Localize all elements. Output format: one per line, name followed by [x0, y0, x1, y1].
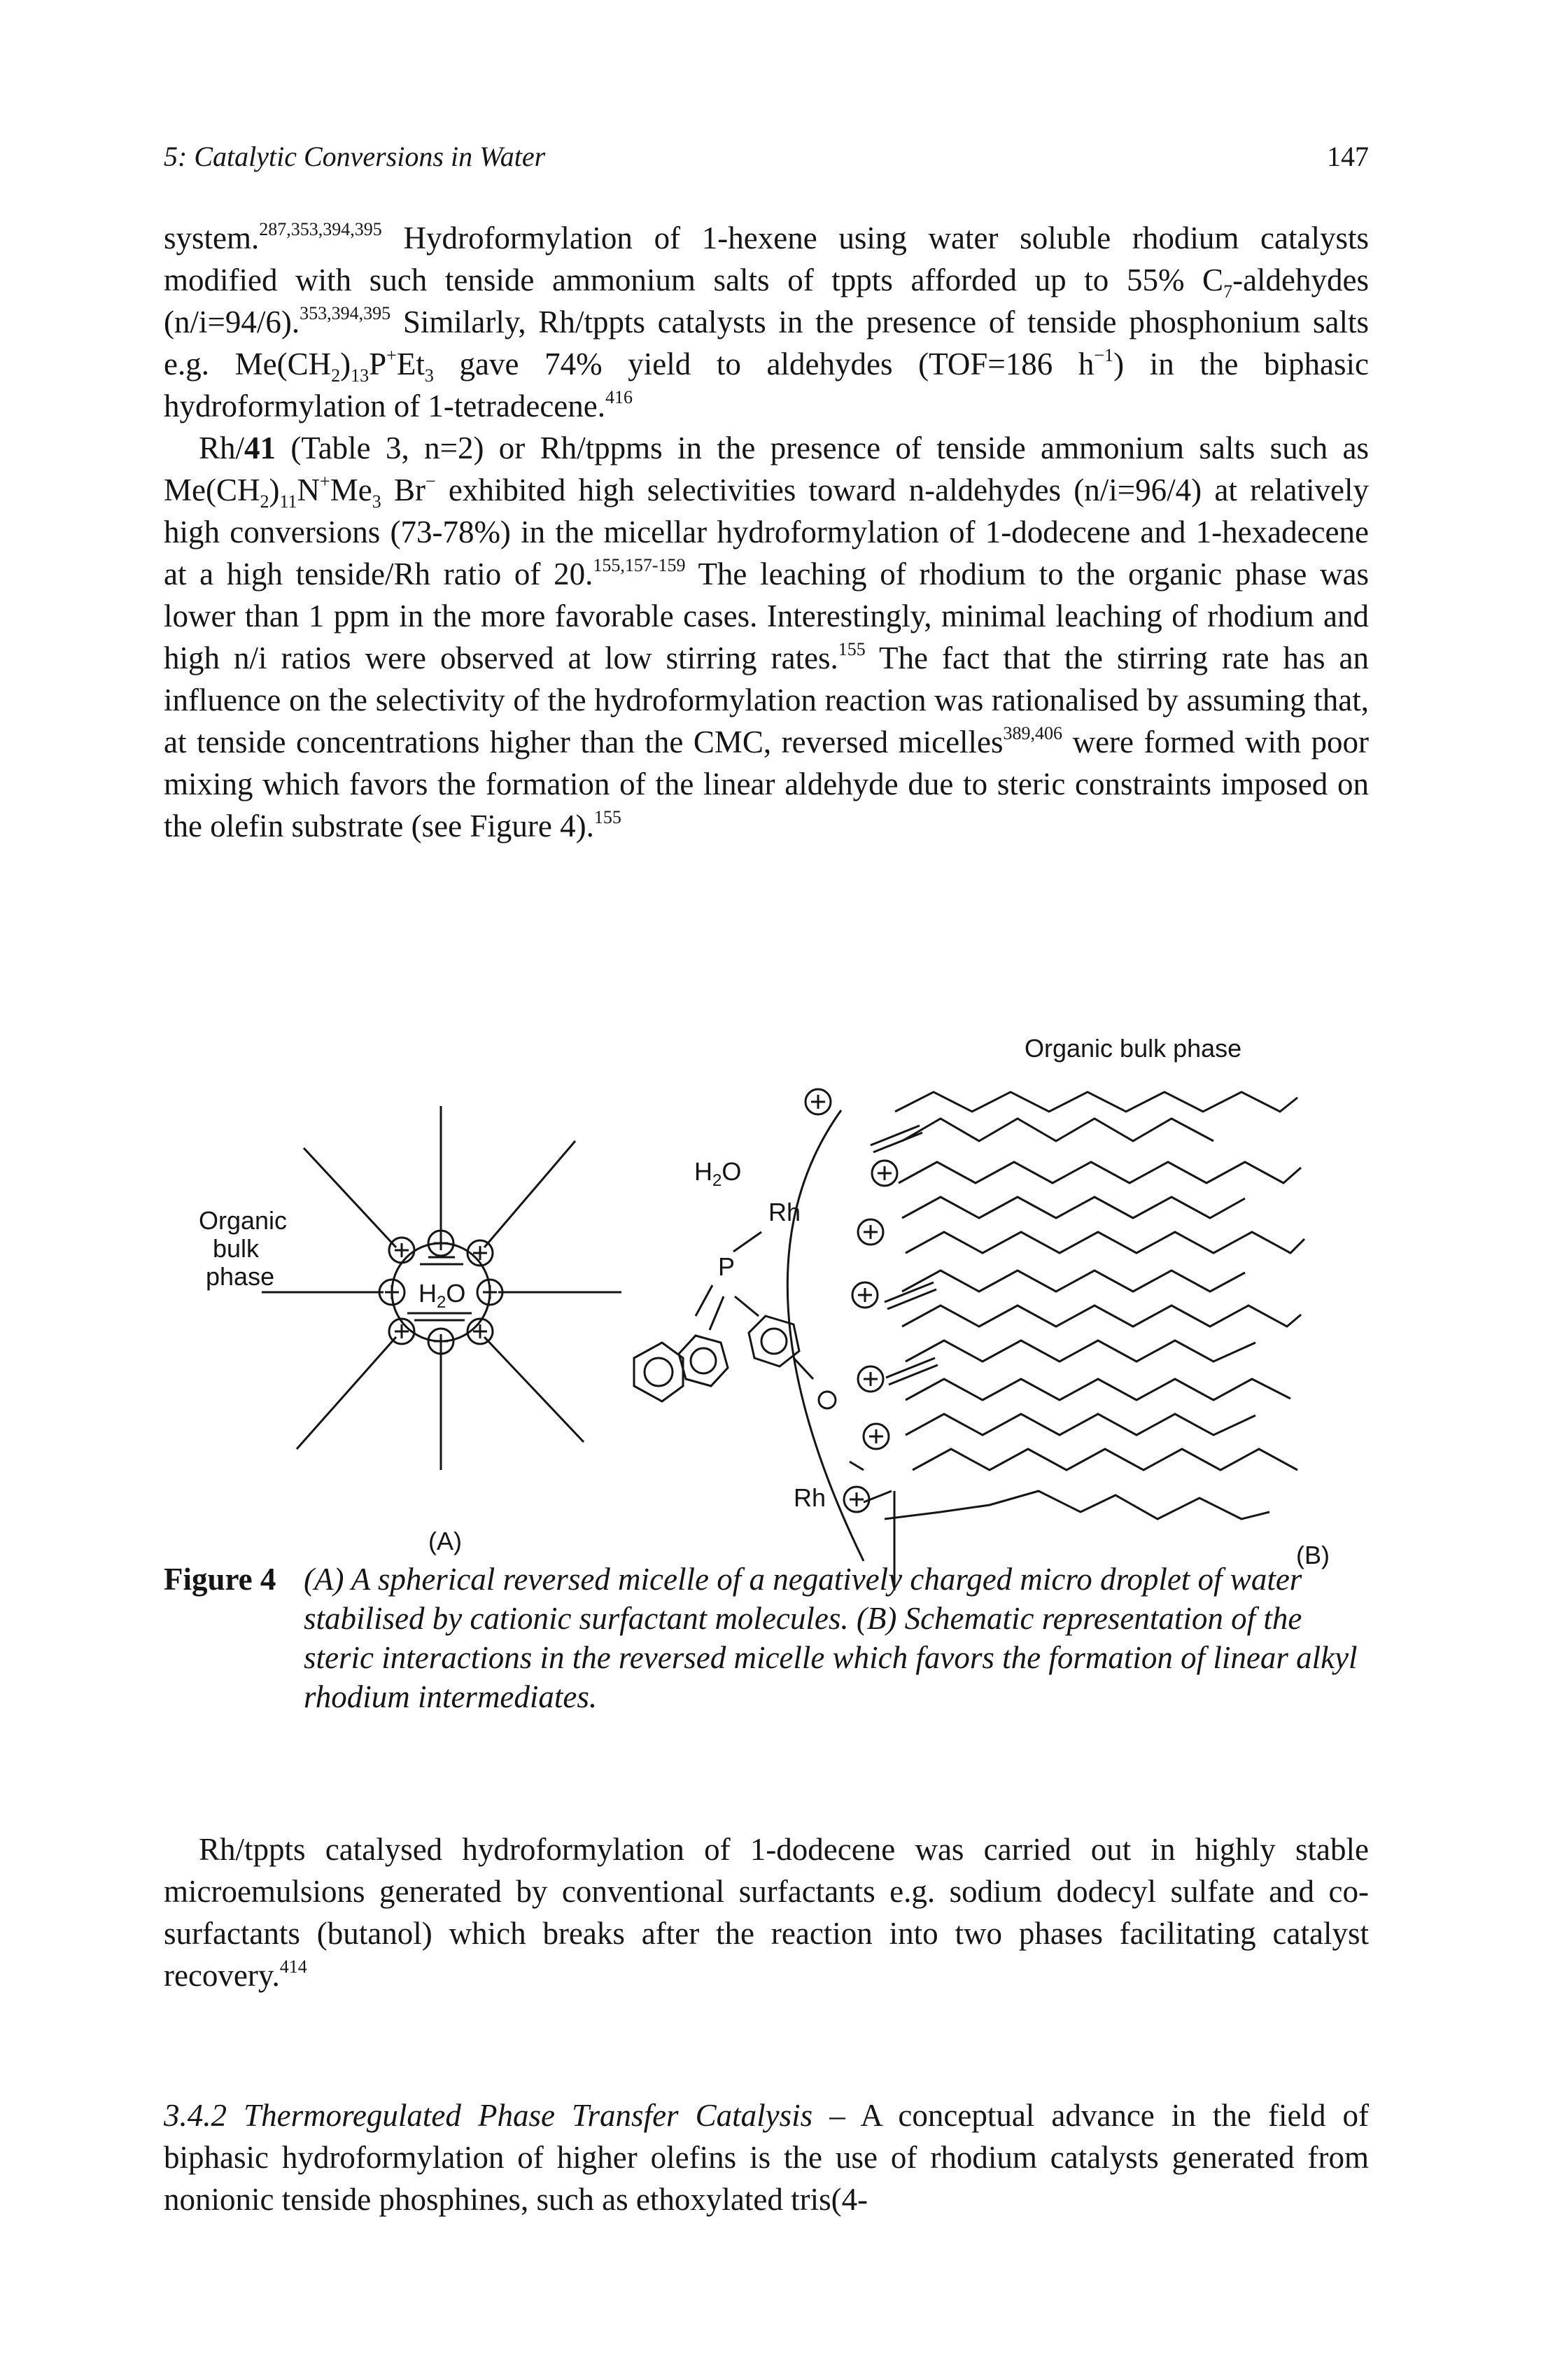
citation: 155	[838, 639, 866, 659]
paragraph-3: Rh/tppts catalysed hydroformylation of 1…	[164, 1832, 1369, 1993]
citation: 416	[605, 387, 633, 407]
label-h2o-droplet: H2O	[418, 1279, 465, 1312]
label-panel-a: (A)	[428, 1527, 462, 1555]
citation: 353,394,395	[300, 303, 391, 323]
label-panel-b: (B)	[1296, 1541, 1330, 1569]
label-h2o-interface: H2O	[694, 1157, 741, 1190]
citation: 389,406	[1003, 723, 1063, 743]
paragraph-1: system.287,353,394,395 Hydroformylation …	[164, 219, 1369, 424]
label-bulk: bulk	[213, 1234, 260, 1263]
paragraph-2: Rh/41 (Table 3, n=2) or Rh/tppms in the …	[164, 430, 1369, 844]
citation: 287,353,394,395	[259, 219, 382, 239]
body-paragraphs-top: system.287,353,394,395 Hydroformylation …	[164, 217, 1369, 847]
caption-text: (A) A spherical reversed micelle of a ne…	[304, 1562, 1358, 1714]
label-rhodium-lower: Rh	[794, 1483, 826, 1512]
caption-label: Figure 4	[164, 1562, 276, 1597]
section-3-4-2: 3.4.2 Thermoregulated Phase Transfer Cat…	[164, 2098, 1369, 2217]
section-number: 3.4.2	[164, 2098, 227, 2133]
section-title: Thermoregulated Phase Transfer Catalysis	[244, 2098, 813, 2133]
page-number: 147	[1327, 141, 1369, 172]
citation: 414	[279, 1956, 307, 1977]
citation: 155	[593, 807, 621, 827]
running-head: 5: Catalytic Conversions in Water	[164, 141, 546, 172]
micelle-schematic: Organic bulk phase Organic bulk phase H2…	[199, 1034, 1330, 1590]
label-phase: phase	[206, 1262, 274, 1291]
label-organic-bulk-phase-right: Organic bulk phase	[1025, 1034, 1241, 1063]
label-rhodium-upper: Rh	[768, 1198, 801, 1226]
label-organic: Organic	[199, 1206, 287, 1235]
citation: 155,157-159	[593, 555, 686, 575]
figure-4: Organic bulk phase Organic bulk phase H2…	[164, 1008, 1369, 1596]
label-phosphorus: P	[718, 1252, 735, 1281]
